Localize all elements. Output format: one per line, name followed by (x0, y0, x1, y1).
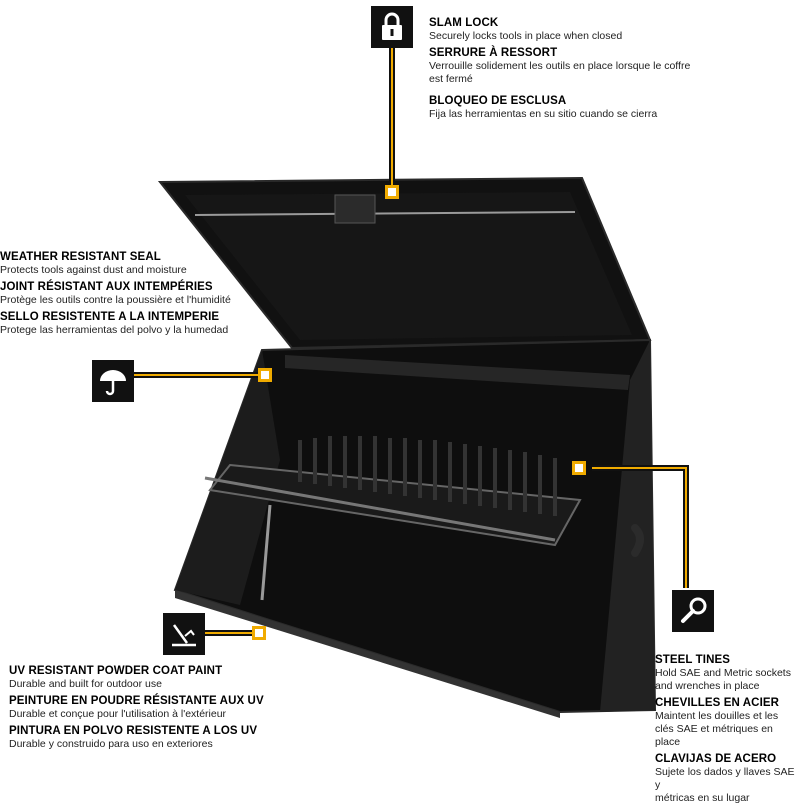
tray-front-bar (204, 476, 556, 542)
tines-connector-accent (592, 467, 687, 588)
weather-seal-title-en: WEATHER RESISTANT SEAL (0, 251, 161, 263)
padlock-icon (382, 12, 402, 40)
side-handle (631, 524, 644, 557)
slam-lock-title-en: SLAM LOCK (429, 17, 499, 29)
slam-lock-desc-fr: Verrouille solidement les outils en plac… (429, 60, 691, 72)
weather-seal-callout: WEATHER RESISTANT SEAL Protects tools ag… (0, 250, 290, 340)
slam-lock-title-fr: SERRURE À RESSORT (429, 47, 558, 59)
toolbox-right-side (600, 340, 655, 712)
lid-support-rod (194, 211, 576, 216)
steel-tines-desc-fr-2: clés SAE et métriques en place (655, 723, 773, 748)
uv-paint-desc-es: Durable y construido para uso en exterio… (9, 738, 213, 750)
weather-seal-desc-es: Protege las herramientas del polvo y la … (0, 324, 229, 336)
paint-marker (252, 626, 266, 640)
weather-seal-title-fr: JOINT RÉSISTANT AUX INTEMPÉRIES (0, 281, 213, 293)
steel-tines-desc-es-1: Sujete los dados y llaves SAE y (655, 766, 795, 791)
steel-tines-desc-es-2: métricas en su lugar (655, 792, 750, 804)
slam-lock-latch (334, 194, 376, 224)
seal-marker (258, 368, 272, 382)
paint-surface-icon (172, 624, 196, 647)
steel-tines-title-en: STEEL TINES (655, 654, 731, 666)
seal-icon-box (92, 360, 134, 402)
weather-seal-title-es: SELLO RESISTENTE A LA INTEMPERIE (0, 311, 220, 323)
slam-lock-title-es: BLOQUEO DE ESCLUSA (429, 95, 567, 107)
steel-tines-title-fr: CHEVILLES EN ACIER (655, 697, 780, 709)
weather-seal-desc-en: Protects tools against dust and moisture (0, 264, 187, 276)
slam-lock-callout: SLAM LOCK Securely locks tools in place … (429, 16, 709, 124)
uv-paint-desc-en: Durable and built for outdoor use (9, 678, 162, 690)
steel-tines-group (298, 436, 557, 516)
wrench-icon (681, 597, 707, 623)
steel-tines-desc-en-1: Hold SAE and Metric sockets (655, 667, 791, 679)
steel-tines-desc-fr-1: Maintent les douilles et les (655, 710, 779, 722)
tines-marker (572, 461, 586, 475)
uv-paint-desc-fr: Durable et conçue pour l'utilisation à l… (9, 708, 227, 720)
uv-paint-title-fr: PEINTURE EN POUDRE RÉSISTANTE AUX UV (9, 695, 264, 707)
rear-tine-rail (285, 355, 630, 390)
uv-paint-callout: UV RESISTANT POWDER COAT PAINT Durable a… (9, 664, 309, 754)
slam-lock-desc-fr-2: est fermé (429, 73, 473, 85)
uv-paint-title-es: PINTURA EN POLVO RESISTENTE A LOS UV (9, 725, 258, 737)
slam-lock-desc-en: Securely locks tools in place when close… (429, 30, 623, 42)
umbrella-icon (100, 370, 126, 396)
toolbox-front-lip (175, 590, 560, 718)
tray-strut (260, 504, 272, 601)
toolbox-lid-inner (185, 192, 632, 340)
slam-lock-desc-es: Fija las herramientas en su sitio cuando… (429, 108, 658, 120)
steel-tines-title-es: CLAVIJAS DE ACERO (655, 753, 777, 765)
steel-tines-callout: STEEL TINES Hold SAE and Metric sockets … (655, 653, 800, 808)
slam-lock-marker (385, 185, 399, 199)
slam-lock-icon-box (371, 6, 413, 48)
weather-seal-desc-fr: Protège les outils contre la poussière e… (0, 294, 231, 306)
tines-icon-box (672, 590, 714, 632)
uv-paint-title-en: UV RESISTANT POWDER COAT PAINT (9, 665, 223, 677)
steel-tines-desc-en-2: and wrenches in place (655, 680, 760, 692)
paint-icon-box (163, 613, 205, 655)
